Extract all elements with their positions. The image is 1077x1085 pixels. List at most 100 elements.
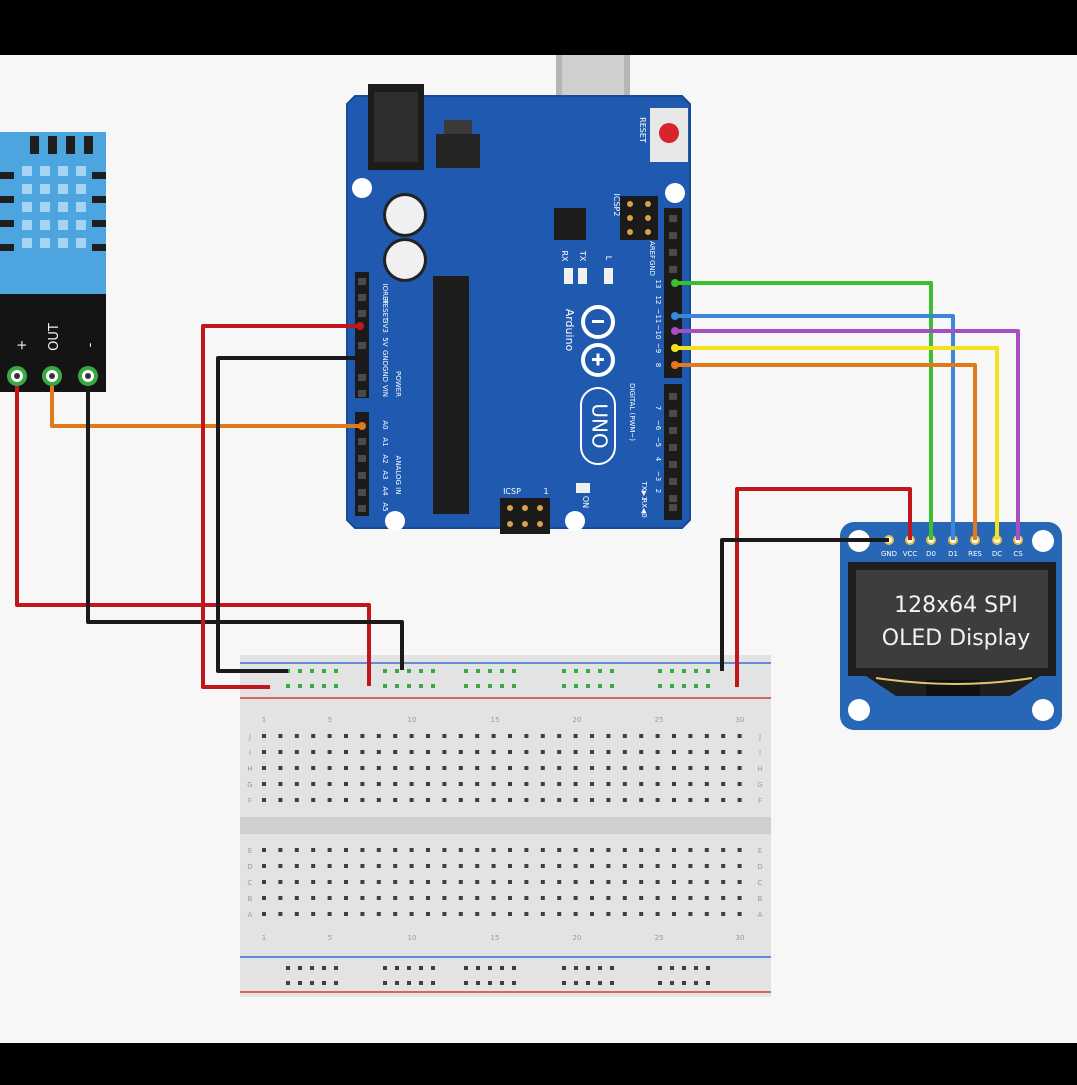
breadboard-hole[interactable] [360, 864, 365, 868]
breadboard-hole[interactable] [344, 880, 348, 884]
breadboard-hole[interactable] [376, 880, 381, 884]
breadboard-hole[interactable] [639, 766, 644, 770]
breadboard-hole[interactable] [737, 912, 742, 916]
breadboard-hole[interactable] [682, 684, 686, 688]
breadboard-hole[interactable] [409, 766, 414, 770]
breadboard-hole[interactable] [574, 981, 578, 985]
breadboard-hole[interactable] [360, 734, 365, 738]
breadboard-hole[interactable] [344, 750, 348, 754]
breadboard-hole[interactable] [557, 750, 562, 754]
breadboard-hole[interactable] [557, 912, 562, 916]
breadboard-hole[interactable] [704, 864, 709, 868]
breadboard-hole[interactable] [344, 912, 348, 916]
breadboard-hole[interactable] [426, 750, 430, 754]
breadboard-hole[interactable] [327, 734, 332, 738]
breadboard-hole[interactable] [360, 782, 365, 786]
breadboard-hole[interactable] [590, 864, 594, 868]
breadboard-hole[interactable] [639, 734, 644, 738]
breadboard-hole[interactable] [562, 966, 566, 970]
breadboard-hole[interactable] [344, 782, 348, 786]
breadboard-hole[interactable] [672, 912, 676, 916]
breadboard-hole[interactable] [298, 669, 302, 673]
breadboard-hole[interactable] [360, 766, 365, 770]
breadboard-hole[interactable] [500, 981, 504, 985]
breadboard-hole[interactable] [512, 684, 516, 688]
breadboard-hole[interactable] [721, 750, 726, 754]
breadboard-hole[interactable] [294, 798, 299, 802]
breadboard-hole[interactable] [360, 750, 365, 754]
breadboard-hole[interactable] [426, 912, 430, 916]
breadboard-hole[interactable] [590, 912, 594, 916]
breadboard-hole[interactable] [475, 734, 480, 738]
breadboard-hole[interactable] [491, 896, 496, 900]
breadboard-hole[interactable] [360, 880, 365, 884]
breadboard-hole[interactable] [488, 981, 492, 985]
breadboard-hole[interactable] [298, 684, 302, 688]
breadboard-hole[interactable] [278, 896, 283, 900]
breadboard-hole[interactable] [419, 981, 423, 985]
breadboard-hole[interactable] [442, 848, 447, 852]
breadboard-hole[interactable] [311, 896, 316, 900]
breadboard-hole[interactable] [590, 734, 594, 738]
breadboard-hole[interactable] [721, 766, 726, 770]
breadboard-hole[interactable] [672, 848, 676, 852]
breadboard-hole[interactable] [557, 880, 562, 884]
breadboard-hole[interactable] [590, 766, 594, 770]
breadboard-hole[interactable] [464, 669, 468, 673]
breadboard-hole[interactable] [704, 766, 709, 770]
breadboard-hole[interactable] [311, 912, 316, 916]
breadboard-hole[interactable] [442, 750, 447, 754]
breadboard-hole[interactable] [598, 669, 602, 673]
breadboard-hole[interactable] [491, 864, 496, 868]
breadboard-hole[interactable] [475, 880, 480, 884]
breadboard-hole[interactable] [655, 896, 660, 900]
breadboard-hole[interactable] [540, 896, 545, 900]
breadboard-hole[interactable] [278, 766, 283, 770]
breadboard-hole[interactable] [322, 669, 326, 673]
breadboard-hole[interactable] [298, 966, 302, 970]
breadboard-hole[interactable] [672, 782, 676, 786]
breadboard-hole[interactable] [431, 966, 435, 970]
breadboard-hole[interactable] [622, 750, 627, 754]
breadboard-hole[interactable] [540, 734, 545, 738]
breadboard-hole[interactable] [672, 734, 676, 738]
breadboard-hole[interactable] [606, 880, 611, 884]
breadboard-hole[interactable] [464, 981, 468, 985]
breadboard-hole[interactable] [278, 880, 283, 884]
breadboard-hole[interactable] [737, 798, 742, 802]
breadboard-hole[interactable] [658, 684, 662, 688]
breadboard-hole[interactable] [344, 848, 348, 852]
breadboard-hole[interactable] [573, 782, 578, 786]
breadboard-hole[interactable] [688, 880, 693, 884]
breadboard-hole[interactable] [294, 896, 299, 900]
breadboard-hole[interactable] [606, 782, 611, 786]
breadboard-hole[interactable] [704, 782, 709, 786]
breadboard-hole[interactable] [278, 750, 283, 754]
breadboard-hole[interactable] [557, 734, 562, 738]
breadboard-hole[interactable] [334, 684, 338, 688]
breadboard-hole[interactable] [383, 966, 387, 970]
breadboard-hole[interactable] [639, 896, 644, 900]
breadboard-hole[interactable] [327, 912, 332, 916]
breadboard-hole[interactable] [610, 981, 614, 985]
breadboard-hole[interactable] [286, 966, 290, 970]
breadboard-hole[interactable] [322, 981, 326, 985]
breadboard-hole[interactable] [442, 864, 447, 868]
breadboard-hole[interactable] [737, 896, 742, 900]
breadboard-hole[interactable] [426, 766, 430, 770]
breadboard-hole[interactable] [670, 684, 674, 688]
breadboard-hole[interactable] [639, 750, 644, 754]
breadboard-hole[interactable] [694, 981, 698, 985]
breadboard-hole[interactable] [639, 880, 644, 884]
breadboard-hole[interactable] [606, 896, 611, 900]
breadboard-hole[interactable] [573, 734, 578, 738]
breadboard-hole[interactable] [655, 766, 660, 770]
breadboard-hole[interactable] [655, 848, 660, 852]
breadboard-hole[interactable] [310, 981, 314, 985]
breadboard-hole[interactable] [311, 848, 316, 852]
breadboard-hole[interactable] [442, 782, 447, 786]
breadboard-hole[interactable] [573, 864, 578, 868]
breadboard-hole[interactable] [376, 734, 381, 738]
breadboard-hole[interactable] [721, 864, 726, 868]
breadboard-hole[interactable] [376, 750, 381, 754]
